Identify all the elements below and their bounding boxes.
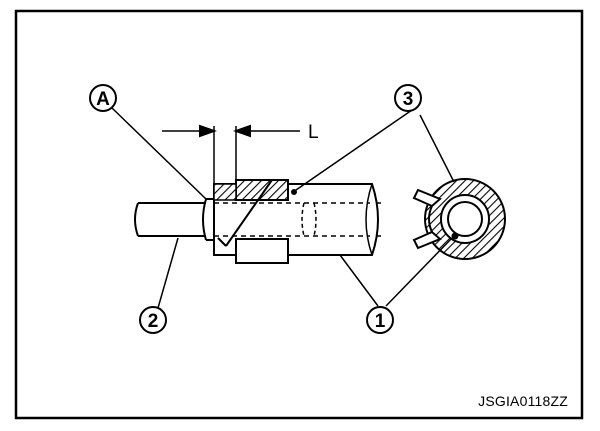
callout-1-label: 1 xyxy=(375,311,386,332)
callout-3: 3 xyxy=(394,84,422,112)
dimension-label: L xyxy=(308,122,319,143)
figure-code: JSGIA0118ZZ xyxy=(478,393,568,409)
figure-frame xyxy=(14,9,584,420)
side-view xyxy=(134,124,382,264)
pipe-body xyxy=(134,202,206,237)
clamp-end-view xyxy=(412,178,506,260)
clamp-band-bottom xyxy=(235,238,289,264)
callout-2: 2 xyxy=(139,306,167,334)
callout-2-label: 2 xyxy=(148,311,159,332)
leader-lines xyxy=(111,107,455,309)
clamp-band-top xyxy=(235,179,289,201)
callout-a: A xyxy=(89,84,117,112)
callout-a-label: A xyxy=(96,89,110,110)
callout-1: 1 xyxy=(366,306,394,334)
callout-3-label: 3 xyxy=(403,89,414,110)
